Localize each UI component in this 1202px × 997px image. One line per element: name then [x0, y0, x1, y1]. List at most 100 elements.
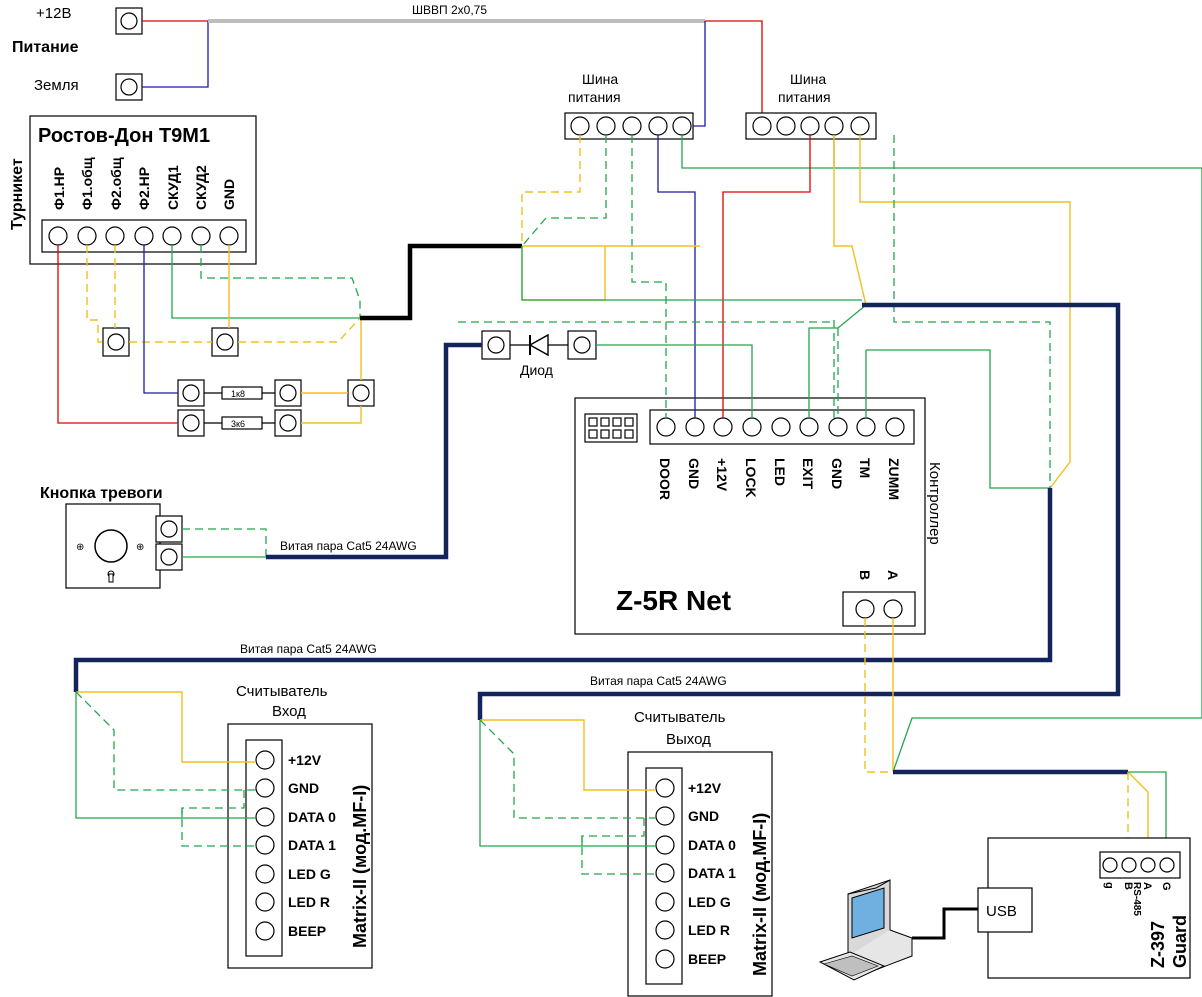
power-bus-2: Шина питания [745, 71, 877, 140]
reader-out-pin: LED G [688, 894, 731, 910]
reader-out-pin: DATA 0 [688, 837, 736, 853]
cable-shvvp-label: ШВВП 2x0,75 [412, 3, 487, 17]
power-ground-label: Земля [34, 77, 79, 94]
guard-pin-label: A [1141, 882, 1153, 890]
reader-out-terminals[interactable] [655, 778, 675, 969]
guard-block: g B A G RS-485 Z-397 Guard USB [977, 837, 1191, 979]
turnstile-pin-label: СКУД2 [193, 165, 209, 210]
controller-pin-label: ZUMM [886, 458, 902, 500]
reader-out-pin: DATA 1 [688, 865, 736, 881]
controller-block: DOOR GND +12V LOCK LED EXIT GND TM ZUMM … [574, 397, 943, 635]
reader-out-pin: GND [688, 808, 719, 824]
turnstile-pin-label: Ф1.НР [51, 167, 67, 210]
bus1-label-2: питания [568, 89, 621, 105]
reader-in-title-2: Вход [272, 703, 306, 720]
alarm-cable-label: Витая пара Cat5 24AWG [280, 539, 417, 553]
diode-section: Диод [481, 330, 597, 378]
bus2-label-2: питания [778, 89, 831, 105]
reader-in-pin: BEEP [288, 923, 326, 939]
wire-plus12 [142, 20, 763, 120]
controller-pin-label: DOOR [657, 458, 673, 500]
guard-pin-label: G [1160, 882, 1172, 891]
turnstile-block: Турникет Ростов-Дон Т9М1 Ф1.НР Ф1.общ Ф2… [9, 115, 257, 265]
diode-icon [510, 333, 568, 357]
reader-out-pin: LED R [688, 922, 730, 938]
guard-name-2: Guard [1170, 915, 1190, 968]
reader-in-pin: LED R [288, 894, 330, 910]
turnstile-pin-label: СКУД1 [165, 165, 181, 210]
svg-text:⊕: ⊕ [136, 542, 144, 553]
svg-text:⊕: ⊕ [76, 542, 84, 553]
reader-in-pin: LED G [288, 866, 331, 882]
controller-terminals[interactable] [656, 417, 905, 437]
guard-terminals[interactable] [1102, 857, 1175, 873]
reader-out-model: Matrix-II (мод.MF-I) [750, 813, 770, 976]
controller-rs485-a: A [885, 570, 901, 580]
power-plus-terminal[interactable] [115, 7, 143, 35]
controller-wiring [73, 135, 1202, 773]
power-plus-label: +12В [36, 5, 71, 22]
reader-out-title-2: Выход [666, 731, 711, 748]
resistor-r2-label: 3к6 [231, 419, 245, 429]
reader-in-terminals[interactable] [255, 750, 275, 941]
reader-in-pin: GND [288, 780, 319, 796]
guard-pin-label: B [1122, 882, 1134, 890]
guard-pin-label: g [1103, 882, 1115, 889]
controller-pin-label: LED [772, 458, 788, 486]
controller-pin-label: +12V [714, 458, 730, 492]
diode-terminal-left[interactable] [481, 330, 511, 360]
alarm-button-icon[interactable]: ⊕ ⊕ [65, 503, 161, 589]
power-bus-1: Шина питания [564, 71, 694, 140]
alarm-section: Кнопка тревоги ⊕ ⊕ Витая пара Cat5 24AWG [40, 342, 482, 589]
turnstile-pin-label: Ф2.общ [108, 157, 124, 210]
turnstile-pin-label: Ф1.общ [79, 157, 95, 210]
guard-rs485-label: RS-485 [1131, 882, 1142, 916]
usb-port[interactable]: USB [977, 887, 1033, 933]
turnstile-wiring [57, 243, 522, 424]
alarm-title: Кнопка тревоги [40, 485, 163, 502]
power-title: Питание [12, 39, 79, 56]
reader-in-pin: +12V [288, 752, 322, 768]
exit-cable-label: Витая пара Cat5 24AWG [590, 674, 727, 688]
reader-in-pin: DATA 0 [288, 809, 336, 825]
reader-out-pin: +12V [688, 780, 722, 796]
rs485-wiring [864, 618, 1167, 858]
controller-pin-label: TM [857, 458, 873, 478]
turnstile-pin-label: Ф2.НР [136, 167, 152, 210]
entry-cable-label: Витая пара Cat5 24AWG [240, 642, 377, 656]
usb-label: USB [986, 903, 1017, 920]
reader-in-model: Matrix-II (мод.MF-I) [350, 785, 370, 948]
reader-in-block: Считыватель Вход +12V GND DATA 0 DATA 1 … [227, 683, 373, 969]
computer-icon [818, 879, 978, 981]
turnstile-title: Ростов-Дон Т9М1 [38, 125, 210, 147]
power-ground-terminal[interactable] [115, 73, 143, 101]
resistor-r1-label: 1к8 [231, 389, 245, 399]
diode-label: Диод [520, 362, 553, 378]
resistor-icon: 1к8 3к6 [204, 386, 275, 430]
controller-rs485-b: B [857, 570, 873, 580]
bus1-label-1: Шина [582, 71, 618, 87]
reader-out-wiring: Витая пара Cat5 24AWG [479, 674, 727, 875]
reader-out-pin: BEEP [688, 951, 726, 967]
turnstile-side-label: Турникет [9, 158, 26, 230]
turnstile-junctions [102, 327, 375, 437]
reader-in-pin: DATA 1 [288, 837, 336, 853]
controller-pin-label: EXIT [800, 458, 816, 490]
reader-in-title-1: Считыватель [236, 683, 328, 700]
controller-pin-label: GND [829, 458, 845, 489]
wire-ground-a [142, 21, 209, 88]
controller-name: Z-5R Net [616, 585, 731, 616]
turnstile-pin-label: GND [221, 179, 237, 210]
controller-pin-label: LOCK [743, 458, 759, 498]
reader-in-wiring: Витая пара Cat5 24AWG [75, 642, 377, 847]
controller-jumper-block [584, 413, 638, 443]
diode-terminal-right[interactable] [567, 330, 597, 360]
reader-out-title-1: Считыватель [634, 709, 726, 726]
controller-side-label: Контроллер [926, 462, 943, 545]
wire-ground-b [690, 21, 706, 127]
guard-name-1: Z-397 [1148, 921, 1168, 968]
power-section: +12В Питание Земля ШВВП 2x0,75 [12, 3, 763, 127]
bus2-label-1: Шина [790, 71, 826, 87]
reader-out-block: Считыватель Выход +12V GND DATA 0 DATA 1… [627, 709, 773, 997]
